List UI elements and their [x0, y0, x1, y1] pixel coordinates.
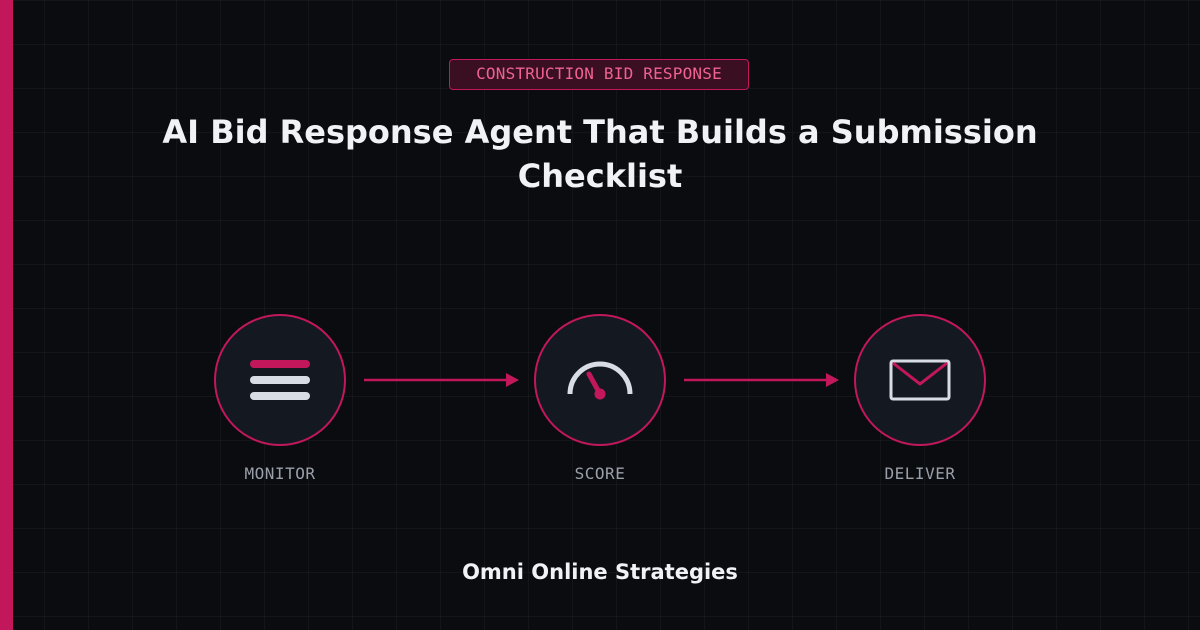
arrow-right-icon — [364, 373, 519, 387]
step-circle — [214, 314, 346, 446]
envelope-icon — [889, 359, 951, 401]
list-icon — [250, 360, 310, 400]
step-label: DELIVER — [884, 464, 956, 483]
step-label: SCORE — [574, 464, 626, 483]
category-badge: CONSTRUCTION BID RESPONSE — [449, 59, 749, 90]
step-score: SCORE — [534, 314, 666, 483]
brand-name: Omni Online Strategies — [462, 560, 738, 584]
gauge-icon — [567, 361, 633, 400]
step-circle — [854, 314, 986, 446]
step-label: MONITOR — [244, 464, 316, 483]
step-circle — [534, 314, 666, 446]
step-deliver: DELIVER — [854, 314, 986, 483]
page-title: AI Bid Response Agent That Builds a Subm… — [162, 113, 1038, 195]
step-monitor: MONITOR — [214, 314, 346, 483]
accent-bar — [0, 0, 13, 630]
arrow-right-icon — [684, 373, 839, 387]
